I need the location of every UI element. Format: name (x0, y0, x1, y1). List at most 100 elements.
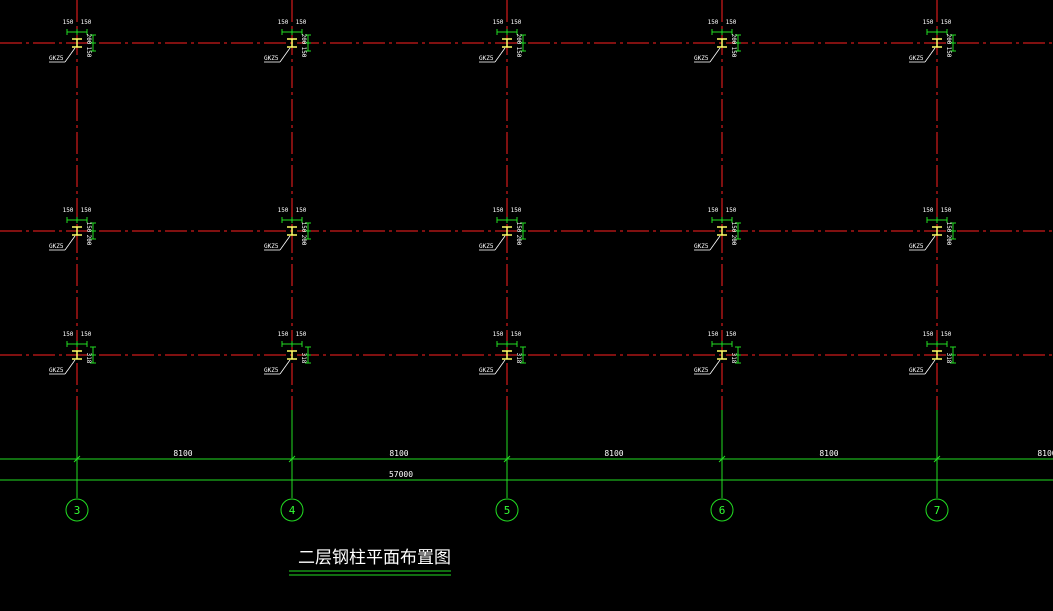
column-offset-side: 200 (300, 34, 307, 45)
column-offset-side: 200 (85, 34, 92, 45)
column-label: GKZ5 (694, 367, 709, 374)
column-leader (64, 47, 76, 63)
column-leader (924, 235, 936, 251)
column-offset-side: 200 (85, 235, 92, 246)
axis-bubble (65, 498, 89, 522)
column-offset-left: 150 (278, 331, 289, 338)
axis-bubble (280, 498, 304, 522)
column-leader (924, 359, 936, 375)
column-leader (279, 47, 291, 63)
column-offset-side: 150 (85, 47, 92, 58)
column-leader (709, 235, 721, 251)
column-leader (279, 359, 291, 375)
column-offset-right: 150 (511, 331, 522, 338)
column-leader (709, 359, 721, 375)
column-label: GKZ5 (694, 243, 709, 250)
axis-label: 6 (719, 504, 726, 517)
dimension-lines (0, 410, 1053, 498)
column-offset-side: 150 (300, 47, 307, 58)
column-offset-side: 200 (945, 34, 952, 45)
column-offset-side: 200 (515, 34, 522, 45)
column-offset-side: 150 (945, 47, 952, 58)
column-offset-left: 150 (493, 331, 504, 338)
column-offset-right: 150 (941, 331, 952, 338)
column-offset-left: 150 (493, 19, 504, 26)
bay-dimension-2: 8100 (389, 449, 408, 458)
grid-lines (0, 0, 1053, 410)
bay-dimension-5: 8100 (1037, 449, 1053, 458)
column-offset-side: 150 (515, 47, 522, 58)
column-offset-side: 318 (85, 353, 92, 364)
axis-bubble (925, 498, 949, 522)
column-offset-side: 200 (730, 235, 737, 246)
column-offset-right: 150 (81, 331, 92, 338)
column-offset-side: 150 (730, 47, 737, 58)
column-offset-left: 150 (923, 331, 934, 338)
axis-bubble (710, 498, 734, 522)
bay-dimension-4: 8100 (819, 449, 838, 458)
column-offset-right: 150 (511, 207, 522, 214)
column-offset-side: 200 (730, 34, 737, 45)
column-label: GKZ5 (909, 243, 924, 250)
column-label: GKZ5 (49, 243, 64, 250)
axis-bubbles: 3 4 5 6 7 (65, 498, 949, 522)
total-dimension: 57000 (389, 470, 413, 479)
axis-label: 4 (289, 504, 296, 517)
column-offset-left: 150 (708, 331, 719, 338)
column-offset-left: 150 (923, 207, 934, 214)
column-offset-side: 318 (300, 353, 307, 364)
column-label: GKZ5 (694, 55, 709, 62)
axis-label: 3 (74, 504, 81, 517)
column-leader (494, 235, 506, 251)
drawing-title: 二层钢柱平面布置图 (298, 548, 451, 568)
axis-label: 7 (934, 504, 941, 517)
column-offset-right: 150 (81, 207, 92, 214)
column-label: GKZ5 (479, 243, 494, 250)
column-offset-left: 150 (63, 331, 74, 338)
column-label: GKZ5 (264, 367, 279, 374)
column-offset-right: 150 (726, 331, 737, 338)
column-offset-side: 150 (300, 222, 307, 233)
column-leader (709, 47, 721, 63)
column-offset-right: 150 (726, 19, 737, 26)
column-offset-left: 150 (278, 207, 289, 214)
column-offset-side: 200 (515, 235, 522, 246)
column-offset-right: 150 (296, 207, 307, 214)
axis-bubble (495, 498, 519, 522)
bay-dimension-3: 8100 (604, 449, 623, 458)
column-leader (494, 47, 506, 63)
column-label: GKZ5 (264, 55, 279, 62)
column-offset-right: 150 (941, 19, 952, 26)
column-offset-side: 200 (945, 235, 952, 246)
column-offset-side: 150 (515, 222, 522, 233)
column-offset-right: 150 (296, 19, 307, 26)
column-leader (64, 235, 76, 251)
column-label: GKZ5 (49, 55, 64, 62)
column-label: GKZ5 (479, 55, 494, 62)
column-offset-side: 318 (730, 353, 737, 364)
column-offset-left: 150 (63, 19, 74, 26)
column-offset-right: 150 (296, 331, 307, 338)
column-offset-left: 150 (63, 207, 74, 214)
column-label: GKZ5 (49, 367, 64, 374)
column-offset-side: 200 (300, 235, 307, 246)
column-offset-left: 150 (923, 19, 934, 26)
axis-label: 5 (504, 504, 511, 517)
column-offset-right: 150 (81, 19, 92, 26)
bay-dimension-1: 8100 (173, 449, 192, 458)
column-offset-side: 150 (945, 222, 952, 233)
column-leader (924, 47, 936, 63)
column-leader (494, 359, 506, 375)
column-label: GKZ5 (909, 367, 924, 374)
